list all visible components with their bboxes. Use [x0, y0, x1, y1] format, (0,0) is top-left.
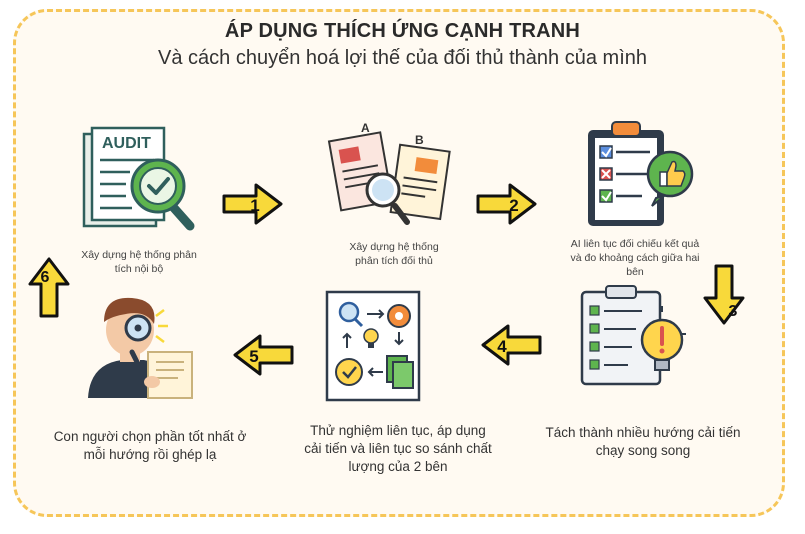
diagram-frame — [13, 9, 785, 517]
audit-label: AUDIT — [102, 135, 151, 152]
step-4-caption: Tách thành nhiều hướng cải tiến chạy son… — [545, 425, 741, 459]
step-6-caption: Con người chọn phần tốt nhất ở mỗi hướng… — [53, 429, 247, 463]
arrow-4-icon: 4 — [481, 324, 542, 366]
step-2-caption: Xây dựng hệ thống phân tích đối thủ — [349, 241, 439, 268]
process-board-icon — [325, 290, 421, 402]
arrow-3-number: 3 — [729, 303, 738, 320]
clipboard-lightbulb-icon — [580, 285, 686, 386]
arrow-6-number: 6 — [41, 269, 50, 286]
arrow-1-icon: 1 — [222, 183, 283, 225]
audit-magnifier-icon: AUDIT — [82, 126, 195, 231]
arrow-5-number: 5 — [249, 347, 258, 366]
arrow-2-number: 2 — [509, 196, 518, 215]
page-title: ÁP DỤNG THÍCH ỨNG CẠNH TRANH — [224, 20, 581, 42]
arrow-3-icon: 3 — [703, 264, 745, 325]
step-5-caption: Thử nghiệm liên tục, áp dụng cải tiến và… — [304, 423, 492, 475]
arrow-2-icon: 2 — [476, 183, 537, 225]
arrow-1-number: 1 — [250, 196, 259, 215]
doc-a-label: A — [361, 121, 370, 135]
arrow-6-icon: 6 — [28, 257, 70, 318]
person-magnifier-icon — [88, 297, 193, 399]
compare-documents-icon: A B — [327, 121, 451, 225]
page-subtitle: Và cách chuyển hoá lợi thế của đối thủ t… — [158, 47, 647, 69]
step-1-caption: Xây dựng hệ thống phân tích nội bộ — [81, 249, 197, 276]
arrow-5-icon: 5 — [233, 334, 294, 376]
arrow-4-number: 4 — [497, 337, 507, 356]
doc-b-label: B — [415, 133, 424, 147]
checklist-thumbs-up-icon — [588, 121, 694, 226]
step-3-caption: AI liên tục đối chiếu kết quả và đo khoả… — [570, 238, 700, 279]
